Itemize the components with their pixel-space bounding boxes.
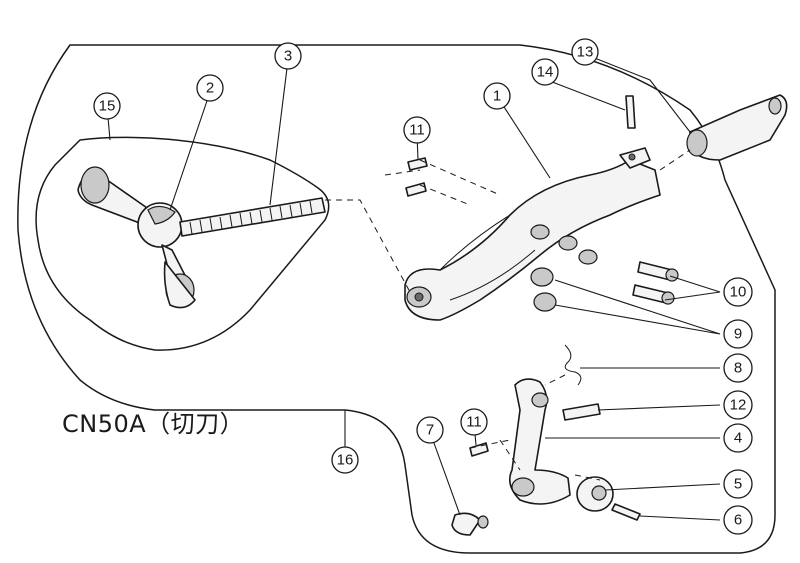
svg-text:4: 4	[734, 430, 742, 447]
svg-text:2: 2	[206, 80, 214, 97]
callout-9: 9	[723, 319, 753, 349]
callout-3: 3	[274, 42, 302, 70]
callout-10: 10	[723, 277, 753, 307]
bracket	[686, 94, 788, 161]
callout-12: 12	[723, 390, 753, 420]
callout-1: 1	[483, 82, 511, 110]
callout-15: 15	[93, 92, 121, 120]
svg-text:13: 13	[577, 44, 594, 61]
svg-text:14: 14	[537, 64, 554, 81]
svg-text:10: 10	[730, 284, 747, 301]
blade-screw	[611, 503, 641, 521]
callout-6: 6	[723, 505, 753, 535]
dowel-pin	[625, 95, 636, 129]
callout-4: 4	[723, 423, 753, 453]
svg-text:3: 3	[284, 48, 292, 65]
bushings	[530, 224, 598, 312]
model-title: CN50A（切刀）	[62, 410, 245, 438]
svg-text:9: 9	[734, 326, 742, 343]
svg-text:6: 6	[734, 512, 742, 529]
threaded-rod	[179, 197, 326, 237]
wing-knob	[451, 512, 489, 536]
pins	[632, 261, 679, 305]
spring	[564, 344, 582, 386]
guide-lines	[325, 149, 691, 481]
svg-text:16: 16	[337, 452, 354, 469]
svg-text:11: 11	[409, 122, 425, 139]
kit-boundary-outline	[17, 44, 776, 554]
callout-8: 8	[723, 353, 753, 383]
cutter-arm	[404, 147, 661, 321]
callout-14: 14	[531, 58, 559, 86]
svg-text:8: 8	[734, 360, 742, 377]
svg-text:12: 12	[730, 397, 747, 414]
leader-lines	[106, 52, 721, 521]
svg-text:11: 11	[466, 414, 482, 431]
callout-2: 2	[196, 74, 224, 102]
callout-7: 7	[416, 416, 444, 444]
svg-text:7: 7	[426, 422, 434, 439]
svg-text:15: 15	[99, 98, 116, 115]
callout-5: 5	[723, 469, 753, 499]
svg-text:1: 1	[493, 88, 501, 105]
callout-13: 13	[571, 38, 599, 66]
svg-text:5: 5	[734, 476, 742, 493]
callout-11-upper: 11	[403, 116, 431, 144]
callout-11-lower: 11	[460, 408, 488, 436]
lever-pin	[562, 403, 601, 421]
lower-lever	[509, 378, 571, 505]
callout-16: 16	[331, 446, 359, 474]
handle-group-outline	[35, 136, 330, 351]
